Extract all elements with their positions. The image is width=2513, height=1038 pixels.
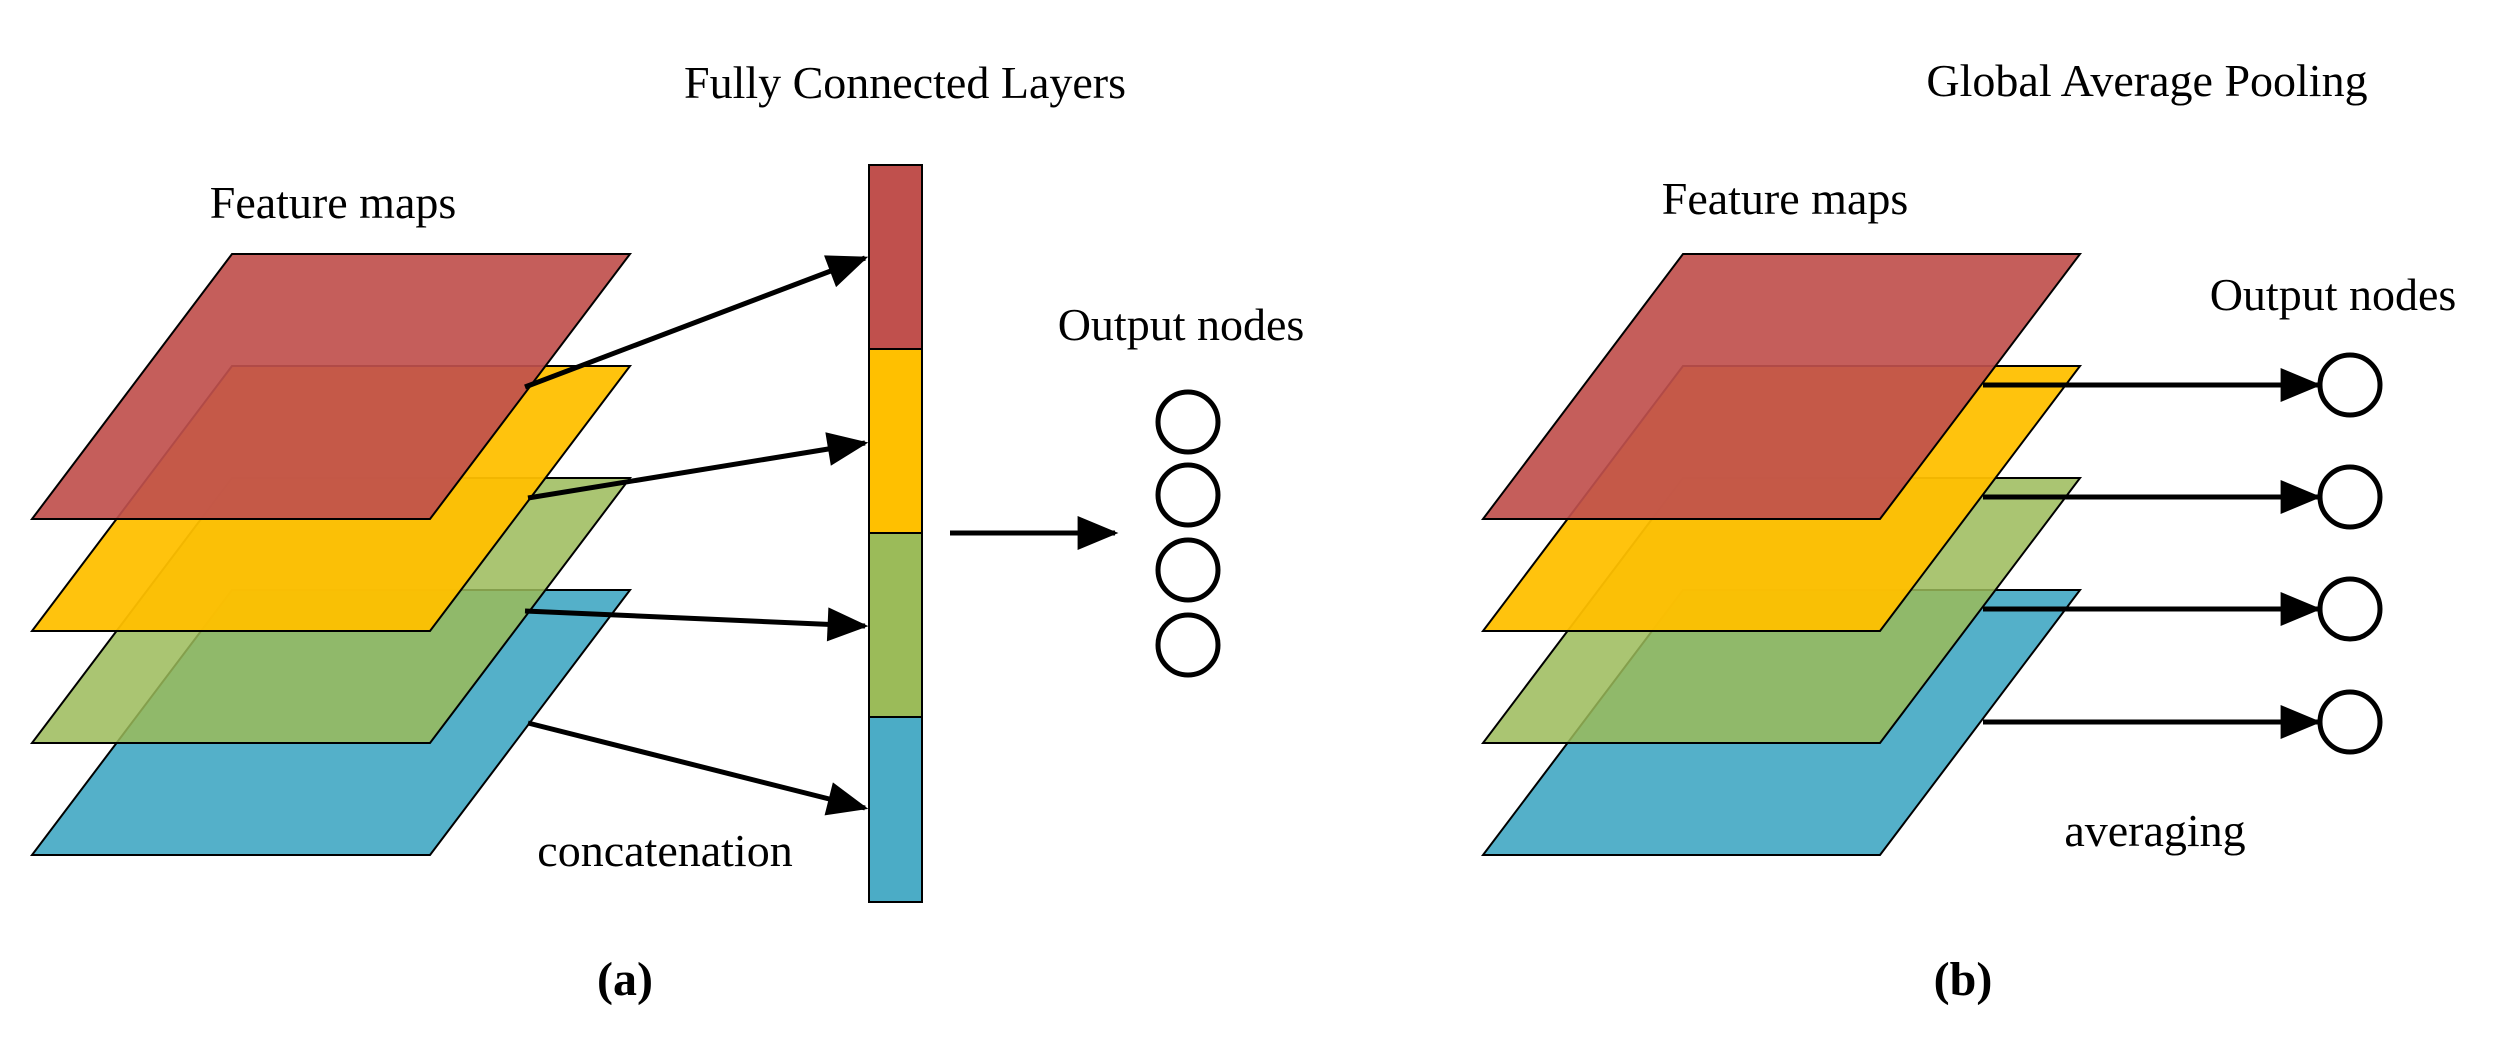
panel-b-feature-maps-label: Feature maps — [1662, 173, 1909, 224]
concatenation-label: concatenation — [537, 825, 792, 876]
averaging-label: averaging — [2064, 805, 2245, 856]
panel-a-title: Fully Connected Layers — [684, 57, 1126, 108]
panel-b: Global Average Pooling Feature maps Outp… — [1480, 55, 2457, 1006]
output-node — [2317, 576, 2383, 642]
panel-b-caption: (b) — [1934, 953, 1993, 1006]
output-node — [2317, 689, 2383, 755]
arrow-red-to-fc — [524, 255, 869, 390]
fc-segment-green — [868, 532, 923, 718]
feature-map-red — [29, 253, 633, 520]
output-node — [2317, 352, 2383, 418]
fc-segment-red — [868, 164, 923, 350]
output-node — [2317, 464, 2383, 530]
fc-segment-yellow — [868, 348, 923, 534]
panel-a-output-nodes-label: Output nodes — [1058, 299, 1305, 350]
output-node — [1155, 389, 1221, 455]
panel-a-feature-maps-label: Feature maps — [210, 177, 457, 228]
panel-a: Fully Connected Layers Feature maps conc… — [29, 57, 1305, 1006]
arrow-yellow-to-fc — [527, 432, 869, 501]
panel-b-output-nodes-label: Output nodes — [2210, 269, 2457, 320]
arrow-blue-to-fc — [527, 720, 869, 816]
output-node — [1155, 537, 1221, 603]
feature-map-red — [1480, 253, 2083, 520]
output-node — [1155, 612, 1221, 678]
panel-a-caption: (a) — [597, 953, 653, 1006]
fc-segment-blue — [868, 716, 923, 903]
panel-b-title: Global Average Pooling — [1926, 55, 2367, 106]
output-node — [1155, 462, 1221, 528]
arrow-green-to-fc — [524, 607, 869, 642]
